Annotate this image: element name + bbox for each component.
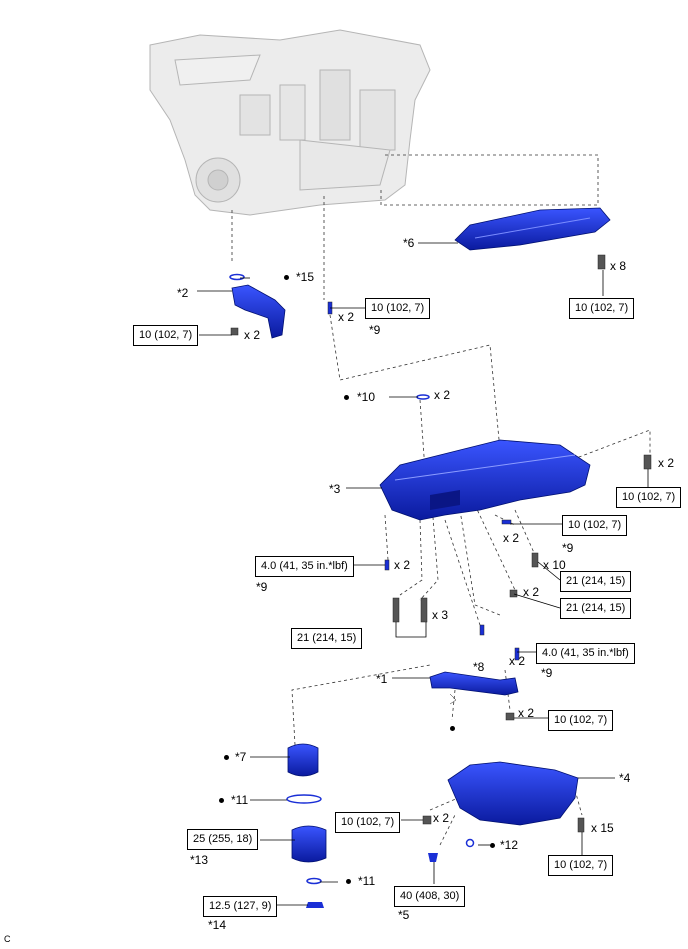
torque-filter-drain: 12.5 (127, 9) [203,896,278,917]
o-ring-large [286,794,322,804]
torque-right: 10 (102, 7) [616,487,682,508]
baffle-plate [454,207,611,251]
qty-nut: x 2 [523,585,540,599]
new-part-mark [346,879,351,884]
torque-baffle: 10 (102, 7) [569,298,635,319]
torque-pan-right: 10 (102, 7) [548,855,614,876]
torque-center: 10 (102, 7) [562,515,628,536]
new-part-mark [219,798,224,803]
torque-pipe: 10 (102, 7) [365,298,431,319]
qty-pipe: x 2 [338,310,355,324]
qty-pan-right: x 15 [591,821,614,835]
o-ring-small [306,877,322,885]
callout-1: *1 [376,672,388,686]
torque-stud-left: 4.0 (41, 35 in.*lbf) [255,556,354,577]
torque-pan-left: 10 (102, 7) [335,812,401,833]
oil-filter-cap [291,825,327,863]
qty-bolt-9-lower: x 2 [509,654,526,668]
new-part-mark [450,726,455,731]
o-ring-10 [416,394,430,400]
oil-pan-upper [379,439,591,521]
oil-filter-element [287,743,319,777]
oil-pump-bracket [231,284,286,339]
qty-bracket: x 2 [244,328,261,342]
torque-strainer: 10 (102, 7) [548,710,614,731]
callout-13: *13 [190,853,209,867]
qty-oring-10: x 2 [434,388,451,402]
oil-pan-lower [447,761,579,826]
torque-21-b: 21 (214, 15) [560,598,632,619]
callout-2: *2 [177,286,189,300]
callout-4: *4 [619,771,631,785]
callout-14: *14 [208,918,227,932]
qty-x10: x 10 [543,558,566,572]
callout-12: *12 [500,838,519,852]
callout-8: *8 [473,660,485,674]
new-part-mark [284,275,289,280]
callout-11-b: *11 [358,874,376,888]
new-part-mark [490,843,495,848]
new-part-mark [224,755,229,760]
new-part-mark [344,395,349,400]
oil-strainer [429,671,519,696]
qty-right: x 2 [658,456,675,470]
drain-plug-gasket [465,838,475,848]
callout-15: *15 [296,270,315,284]
torque-stud-lower: 4.0 (41, 35 in.*lbf) [536,643,635,664]
qty-bolt-9-left: x 2 [394,558,411,572]
engine-block [149,29,431,216]
corner-mark: C [4,934,11,944]
callout-9-a: *9 [369,323,381,337]
torque-21-a: 21 (214, 15) [560,571,632,592]
qty-bolt-9-right: x 2 [503,531,520,545]
callout-11-a: *11 [231,793,249,807]
callout-9-b: *9 [562,541,574,555]
torque-drain-plug: 40 (408, 30) [394,886,466,907]
oil-pan-drain-plug [428,853,438,862]
callout-9-d: *9 [541,666,553,680]
callout-7: *7 [235,750,247,764]
qty-bolt-3: x 3 [432,608,449,622]
qty-pan-left: x 2 [433,811,450,825]
callout-3: *3 [329,482,341,496]
callout-6: *6 [403,236,415,250]
qty-baffle: x 8 [610,259,627,273]
oil-filter-drain-plug [306,902,324,908]
callout-5: *5 [398,908,410,922]
callout-10: *10 [357,390,376,404]
guide-lines [231,154,651,846]
qty-bolt-pipe: x 2 [518,706,535,720]
torque-bracket: 10 (102, 7) [133,325,199,346]
torque-21-c: 21 (214, 15) [291,628,363,649]
o-ring-15 [229,273,245,281]
leader-lines [197,242,649,906]
callout-9-c: *9 [256,580,268,594]
torque-filter-cap: 25 (255, 18) [187,829,259,850]
